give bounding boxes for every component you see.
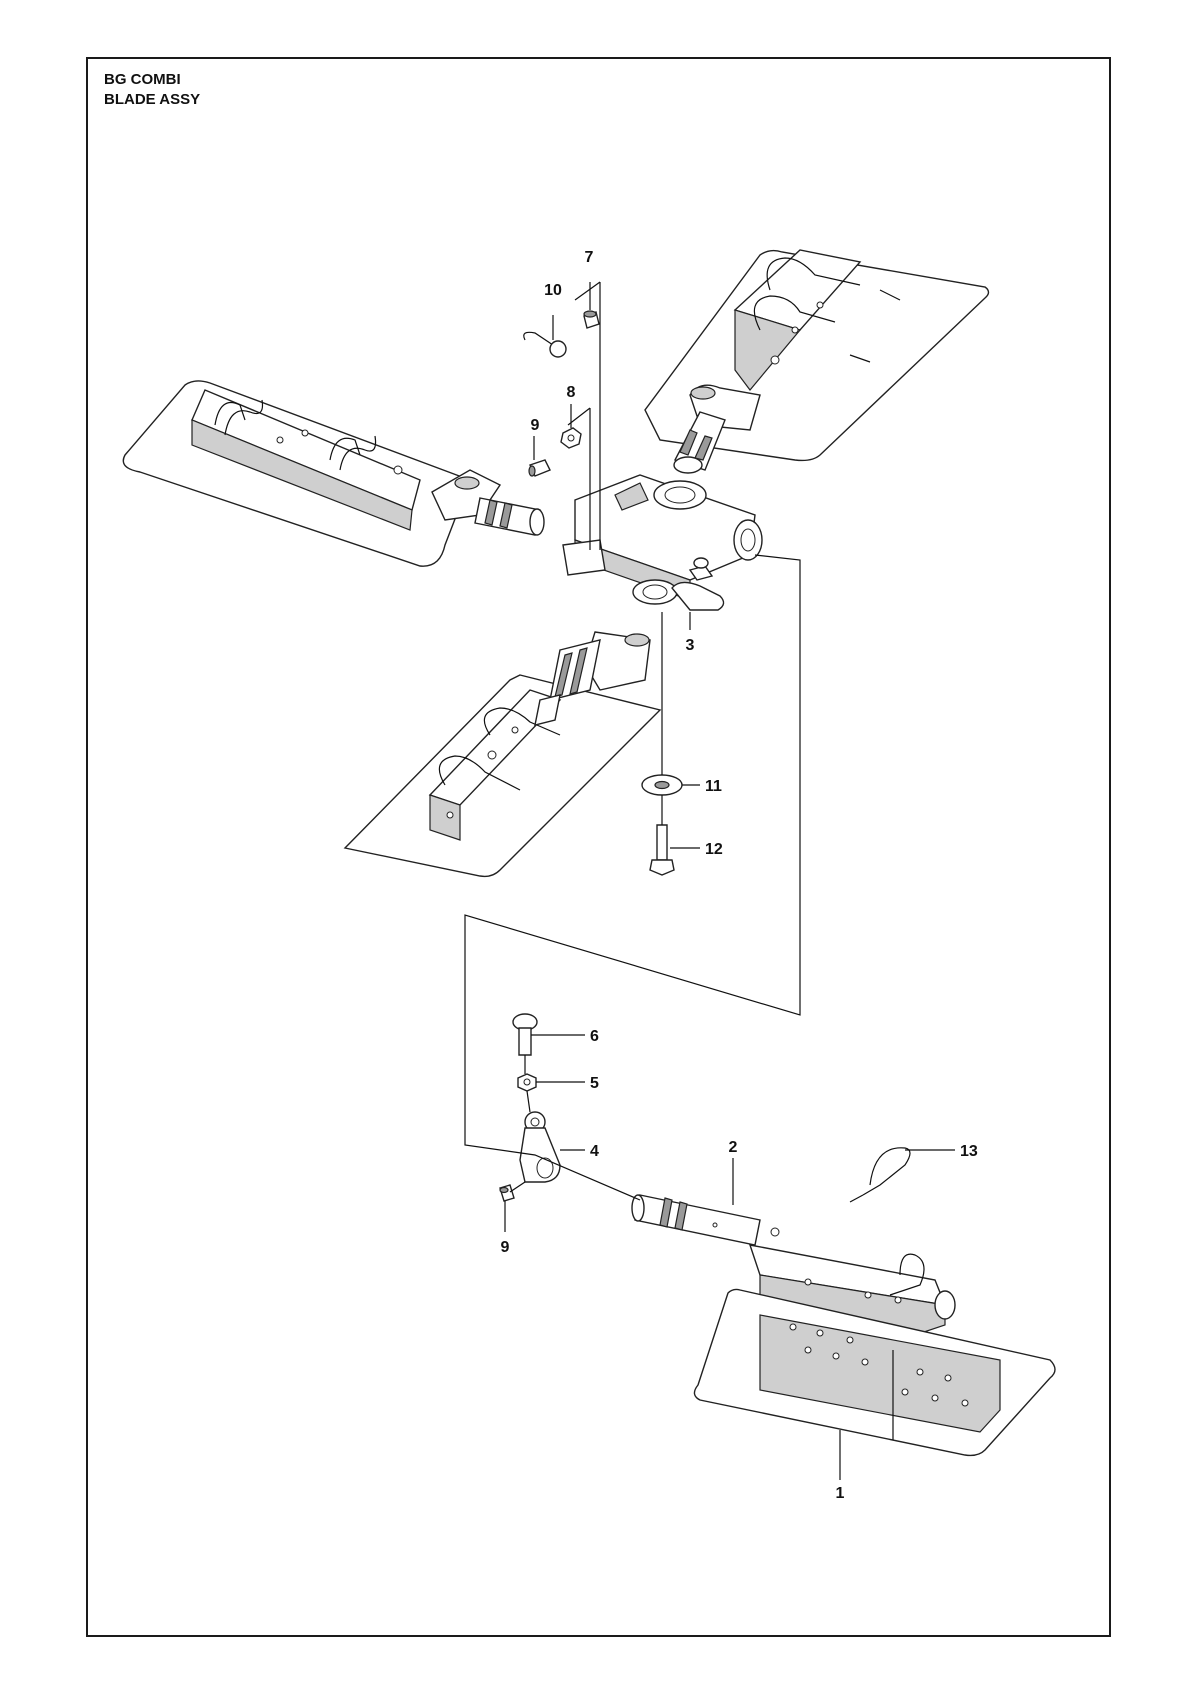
lever-arm-part-3: [671, 557, 725, 611]
set-screw-part-9-lower: [499, 1184, 515, 1202]
callout-9-upper: 9: [531, 417, 540, 434]
callout-11: 13: [960, 1143, 978, 1160]
nut-part-8: [560, 427, 582, 449]
title-assembly: BLADE ASSY: [104, 91, 201, 108]
title-model: BG COMBI: [104, 71, 181, 88]
fastener-part-7: [583, 310, 600, 329]
set-screw-part-9-upper: [528, 459, 551, 477]
callout-7: 7: [585, 249, 594, 266]
blade-bracket-part-2: [748, 1227, 956, 1336]
callout-12: 11: [705, 778, 722, 795]
callout-10: 10: [544, 282, 562, 299]
shaft-part-2: [631, 1194, 761, 1246]
blade-plate-part-1: [693, 1288, 1056, 1457]
guide-line-b: [574, 281, 601, 301]
callout-5: 5: [590, 1075, 599, 1092]
arm-assembly-upper-left: [431, 469, 545, 536]
callout-8: 8: [567, 384, 576, 401]
callout-13: 12: [705, 841, 723, 858]
blade-upper-left: [122, 380, 471, 567]
fastener-part-10: [523, 331, 567, 358]
title-block: BG COMBI BLADE ASSY: [104, 70, 200, 110]
guide-line-j: [509, 1181, 526, 1193]
arm-assembly-upper-right: [673, 384, 761, 474]
guide-line-g: [464, 554, 801, 1201]
bolt-part-13: [649, 824, 675, 876]
callout-6: 6: [590, 1028, 599, 1045]
callout-3: 3: [686, 637, 695, 654]
blade-lower-left: [343, 674, 662, 878]
arm-assembly-lower-left: [534, 631, 651, 726]
guide-line-i: [526, 1090, 531, 1113]
carriage-bolt-part-6: [512, 1013, 538, 1056]
central-hub: [562, 474, 763, 605]
callout-1: 1: [836, 1485, 845, 1502]
nut-part-5: [517, 1073, 537, 1092]
hair-pin-clip-part-11: [849, 1147, 911, 1203]
callout-2: 2: [729, 1139, 738, 1156]
guide-line-d: [567, 407, 591, 426]
washer-part-12: [641, 774, 683, 796]
callout-9-lower: 9: [501, 1239, 510, 1256]
drawing-frame: [86, 57, 1111, 1637]
callout-4: 4: [590, 1143, 599, 1160]
lever-arm-part-4: [519, 1111, 561, 1183]
